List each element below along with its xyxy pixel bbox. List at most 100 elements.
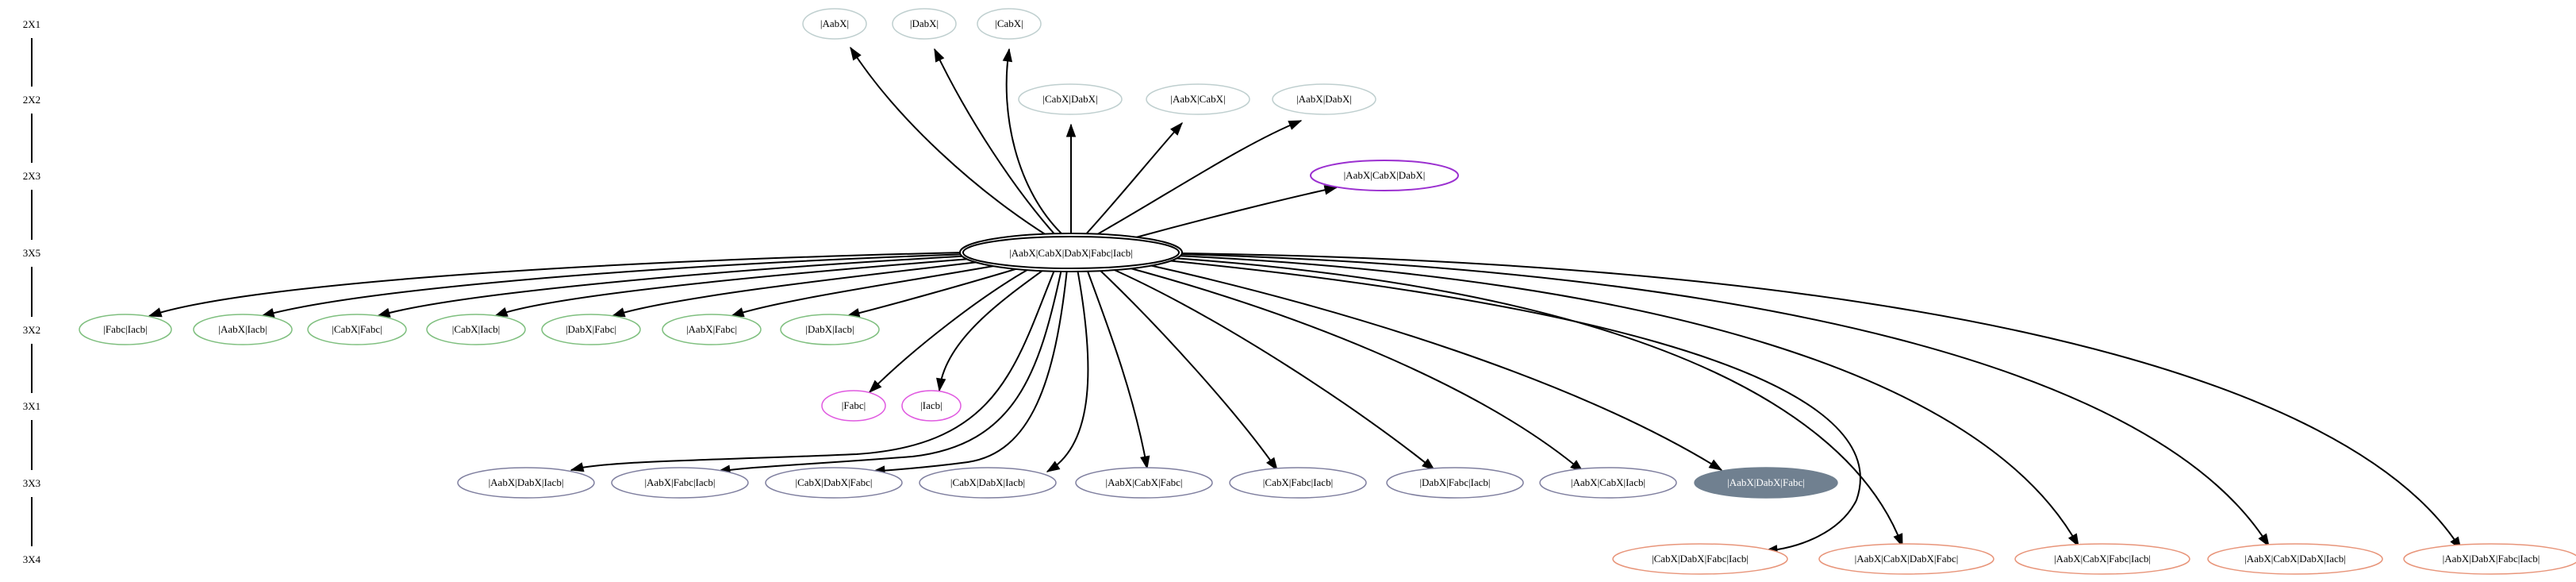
node-shape: [2207, 543, 2383, 575]
node-label: |AabX|Fabc|Iacb|: [644, 476, 715, 488]
node-shape: [901, 390, 962, 422]
arrowhead: [1065, 123, 1077, 137]
node-n2[interactable]: |DabX|: [892, 8, 957, 40]
node-shape: [2014, 543, 2190, 575]
node-shape: [541, 314, 641, 345]
node-n17[interactable]: |AabX|DabX|Iacb|: [457, 467, 595, 499]
rank-label-2x3: 2X3: [23, 170, 40, 182]
node-label: |AabX|Fabc|: [686, 323, 737, 335]
edge-c-n6: [1092, 120, 1303, 237]
edge-c-n3: [1002, 48, 1065, 237]
node-n27[interactable]: |AabX|CabX|DabX|Fabc|: [1818, 543, 1994, 575]
node-n24[interactable]: |AabX|CabX|Iacb|: [1539, 467, 1677, 499]
edge-path: [869, 266, 1034, 393]
edge-path: [850, 47, 1050, 237]
rank-label-2x2: 2X2: [23, 94, 40, 106]
edge-c-n16: [936, 268, 1046, 392]
node-n13[interactable]: |AabX|Fabc|: [662, 314, 762, 345]
edge-layer: [148, 46, 2462, 555]
edge-c-n27: [1172, 257, 1903, 548]
edge-path: [494, 257, 981, 317]
node-label: |AabX|CabX|DabX|Fabc|: [1855, 553, 1959, 565]
arrowhead: [2258, 533, 2270, 548]
node-center[interactable]: |AabX|CabX|DabX|Fabc|Iacb|: [959, 233, 1183, 272]
edge-path: [717, 268, 1062, 472]
node-n19[interactable]: |CabX|DabX|Fabc|: [765, 467, 903, 499]
edge-path: [1175, 255, 2079, 547]
rank-label-3x3: 3X3: [23, 477, 40, 489]
node-shape: [79, 314, 172, 345]
node-n28[interactable]: |AabX|CabX|Fabc|Iacb|: [2014, 543, 2190, 575]
node-n16[interactable]: |Iacb|: [901, 390, 962, 422]
arrowhead: [868, 380, 882, 394]
node-n23[interactable]: |DabX|Fabc|Iacb|: [1386, 467, 1524, 499]
node-label: |AabX|CabX|Iacb|: [1571, 476, 1645, 488]
node-label: |CabX|Fabc|Iacb|: [1263, 476, 1333, 488]
edge-c-n25: [1142, 263, 1723, 471]
rank-label-3x1: 3X1: [23, 400, 40, 412]
node-shape: [821, 390, 886, 422]
node-n25[interactable]: |AabX|DabX|Fabc|: [1694, 467, 1838, 499]
node-shape: [977, 8, 1042, 40]
edge-path: [261, 253, 969, 317]
arrowhead: [493, 306, 509, 317]
edge-c-n8: [148, 252, 966, 318]
node-shape: [1386, 467, 1524, 499]
node-label: |AabX|DabX|Iacb|: [489, 476, 564, 488]
edge-c-n2: [934, 48, 1058, 237]
edge-path: [1172, 257, 1903, 547]
edge-path: [1092, 120, 1302, 237]
node-n18[interactable]: |AabX|Fabc|Iacb|: [611, 467, 749, 499]
node-shape: [1272, 83, 1376, 115]
edge-c-n13: [730, 263, 1008, 318]
node-n21[interactable]: |AabX|CabX|Fabc|: [1075, 467, 1213, 499]
node-n3[interactable]: |CabX|: [977, 8, 1042, 40]
node-shape: [662, 314, 762, 345]
node-n14[interactable]: |DabX|Iacb|: [780, 314, 880, 345]
edge-c-n26: [1165, 260, 1861, 555]
node-shape: [962, 236, 1180, 269]
node-n20[interactable]: |CabX|DabX|Iacb|: [919, 467, 1057, 499]
edge-path: [1086, 268, 1148, 469]
node-n12[interactable]: |DabX|Fabc|: [541, 314, 641, 345]
node-label: |DabX|Iacb|: [805, 323, 854, 335]
node-n30[interactable]: |AabX|DabX|Fabc|Iacb|: [2403, 543, 2576, 575]
node-n11[interactable]: |CabX|Iacb|: [426, 314, 526, 345]
node-shape: [1818, 543, 1994, 575]
edge-path: [1097, 268, 1278, 471]
edge-c-n22: [1097, 268, 1278, 472]
node-n1[interactable]: |AabX|: [802, 8, 867, 40]
node-label: |CabX|Fabc|: [332, 323, 382, 335]
edge-c-n28: [1175, 255, 2079, 548]
edge-c-n4: [1065, 123, 1077, 237]
rank-label-2x1: 2X1: [23, 18, 40, 30]
node-shape: [780, 314, 880, 345]
node-n10[interactable]: |CabX|Fabc|: [307, 314, 407, 345]
arrowhead: [1046, 461, 1061, 472]
node-label: |AabX|: [820, 17, 849, 29]
rank-label-3x4: 3X4: [23, 553, 41, 565]
node-n8[interactable]: |Fabc|Iacb|: [79, 314, 172, 345]
node-n4[interactable]: |CabX|DabX|: [1018, 83, 1123, 115]
node-label: |AabX|CabX|DabX|Iacb|: [2244, 553, 2346, 565]
node-n15[interactable]: |Fabc|: [821, 390, 886, 422]
edge-c-n19: [871, 268, 1068, 476]
node-n29[interactable]: |AabX|CabX|DabX|Iacb|: [2207, 543, 2383, 575]
node-label: |CabX|: [995, 17, 1023, 29]
arrowhead: [936, 377, 946, 392]
node-n9[interactable]: |AabX|Iacb|: [193, 314, 293, 345]
node-n26[interactable]: |CabX|DabX|Fabc|Iacb|: [1612, 543, 1788, 575]
node-label: |CabX|DabX|Fabc|Iacb|: [1652, 553, 1749, 565]
node-n5[interactable]: |AabX|CabX|: [1146, 83, 1250, 115]
edge-c-n12: [611, 260, 992, 318]
edge-path: [1142, 263, 1722, 471]
node-n7[interactable]: |AabX|CabX|DabX|: [1310, 160, 1459, 191]
node-n6[interactable]: |AabX|DabX|: [1272, 83, 1376, 115]
node-n22[interactable]: |CabX|Fabc|Iacb|: [1229, 467, 1367, 499]
node-shape: [611, 467, 749, 499]
node-shape: [1075, 467, 1213, 499]
edge-path: [148, 252, 966, 317]
arrowhead: [1170, 121, 1183, 136]
